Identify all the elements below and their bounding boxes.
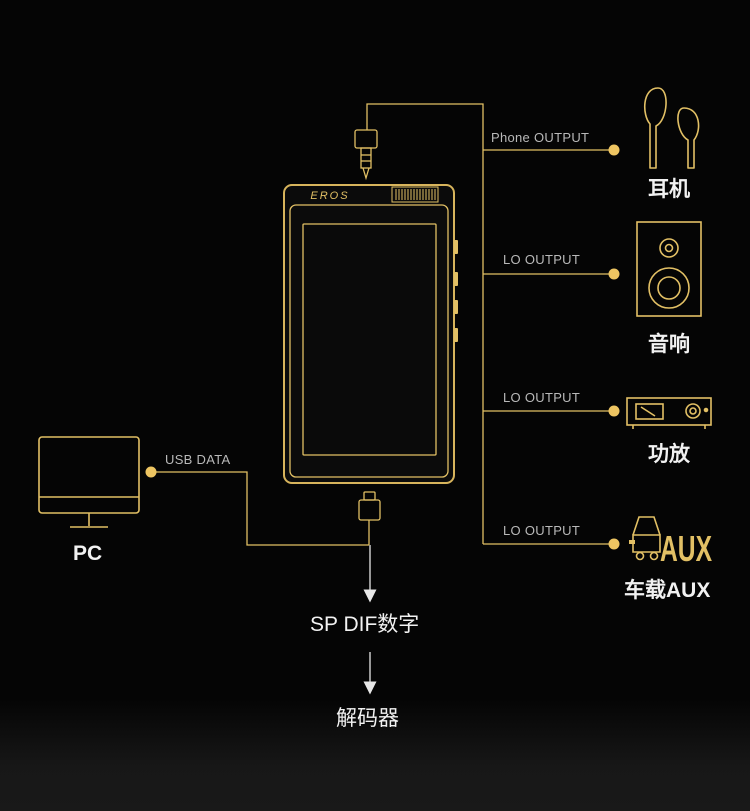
usb-data-label: USB DATA — [165, 452, 231, 467]
pc-label: PC — [73, 542, 103, 565]
dot-lo-1 — [608, 268, 620, 280]
audio-jack-icon — [354, 129, 378, 181]
speaker-label: 音响 — [648, 333, 690, 356]
dot-usb — [145, 466, 157, 478]
player-brand: EROS — [310, 190, 349, 202]
dot-phone — [608, 144, 620, 156]
headphones-icon — [643, 87, 700, 169]
phone-output-label: Phone OUTPUT — [491, 130, 590, 145]
volume-wheel — [391, 186, 439, 203]
lo-output-label-1: LO OUTPUT — [503, 252, 581, 267]
connection-lines — [151, 103, 614, 546]
headphones-label: 耳机 — [648, 178, 690, 201]
side-buttons — [454, 240, 458, 342]
lo-output-label-3: LO OUTPUT — [503, 523, 581, 538]
amplifier-label: 功放 — [648, 443, 690, 466]
floor-reflection — [0, 700, 750, 811]
lo-output-label-2: LO OUTPUT — [503, 390, 581, 405]
dot-lo-2 — [608, 405, 620, 417]
spdif-label: SP DIF数字 — [310, 613, 420, 636]
dot-lo-3 — [608, 538, 620, 550]
player-device: EROS — [283, 184, 458, 484]
car-aux-label: 车载AUX — [624, 579, 711, 602]
headphone-cable — [366, 103, 484, 544]
decoder-label: 解码器 — [336, 707, 399, 730]
amplifier-icon — [626, 397, 712, 429]
usb-cable — [151, 471, 369, 546]
connection-dots — [145, 144, 620, 550]
monitor-icon — [38, 436, 140, 528]
car-aux-icon: AUX — [629, 516, 712, 569]
car-aux-badge: AUX — [660, 528, 712, 569]
speaker-icon — [636, 221, 702, 317]
usb-connector-icon — [358, 491, 381, 545]
